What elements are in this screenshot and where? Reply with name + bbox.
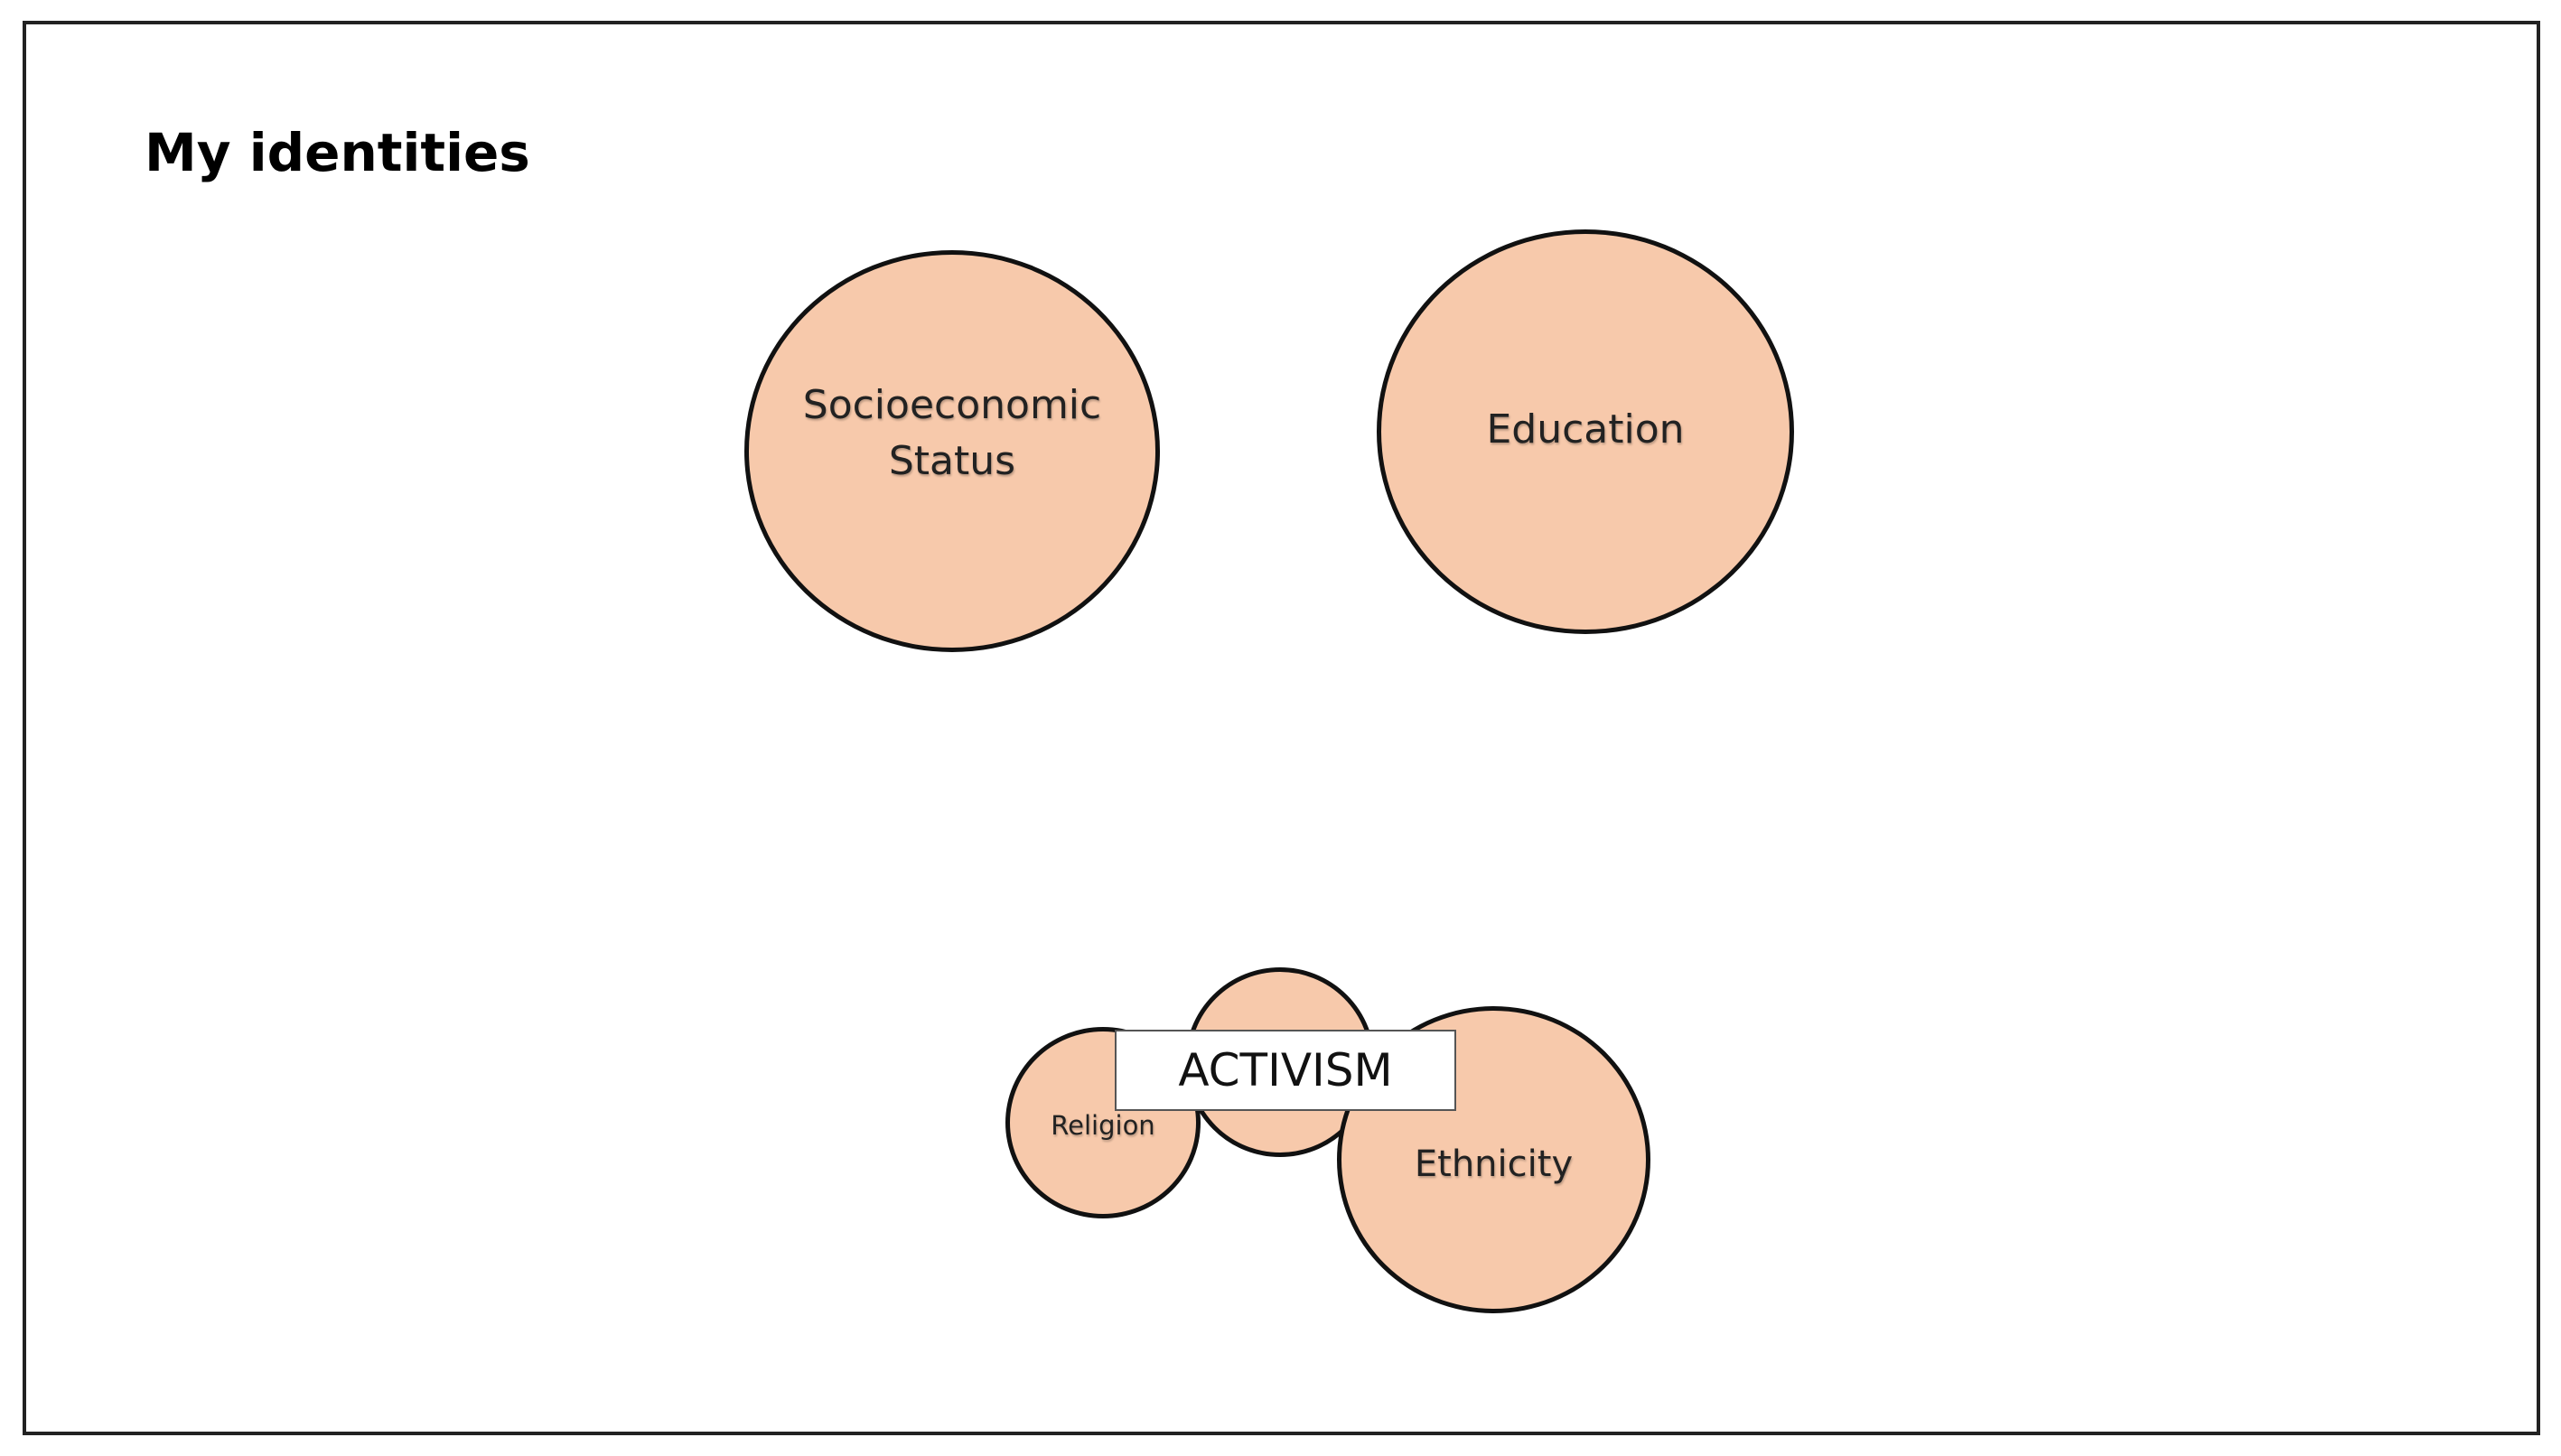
identity-label-ethnicity: Ethnicity bbox=[1414, 1143, 1574, 1185]
slide-title: My identities bbox=[145, 122, 530, 183]
identity-label-religion: Religion bbox=[1051, 1109, 1155, 1141]
identity-label-education: Education bbox=[1486, 406, 1685, 453]
activism-label-box[interactable]: ACTIVISM bbox=[1115, 1030, 1456, 1111]
slide-canvas: My identities Socioeconomic Status Educa… bbox=[23, 21, 2540, 1435]
identity-circle-education[interactable]: Education bbox=[1377, 229, 1794, 634]
identity-label-socioeconomic-status: Socioeconomic Status bbox=[802, 381, 1102, 484]
identity-circle-socioeconomic-status[interactable]: Socioeconomic Status bbox=[744, 250, 1160, 652]
